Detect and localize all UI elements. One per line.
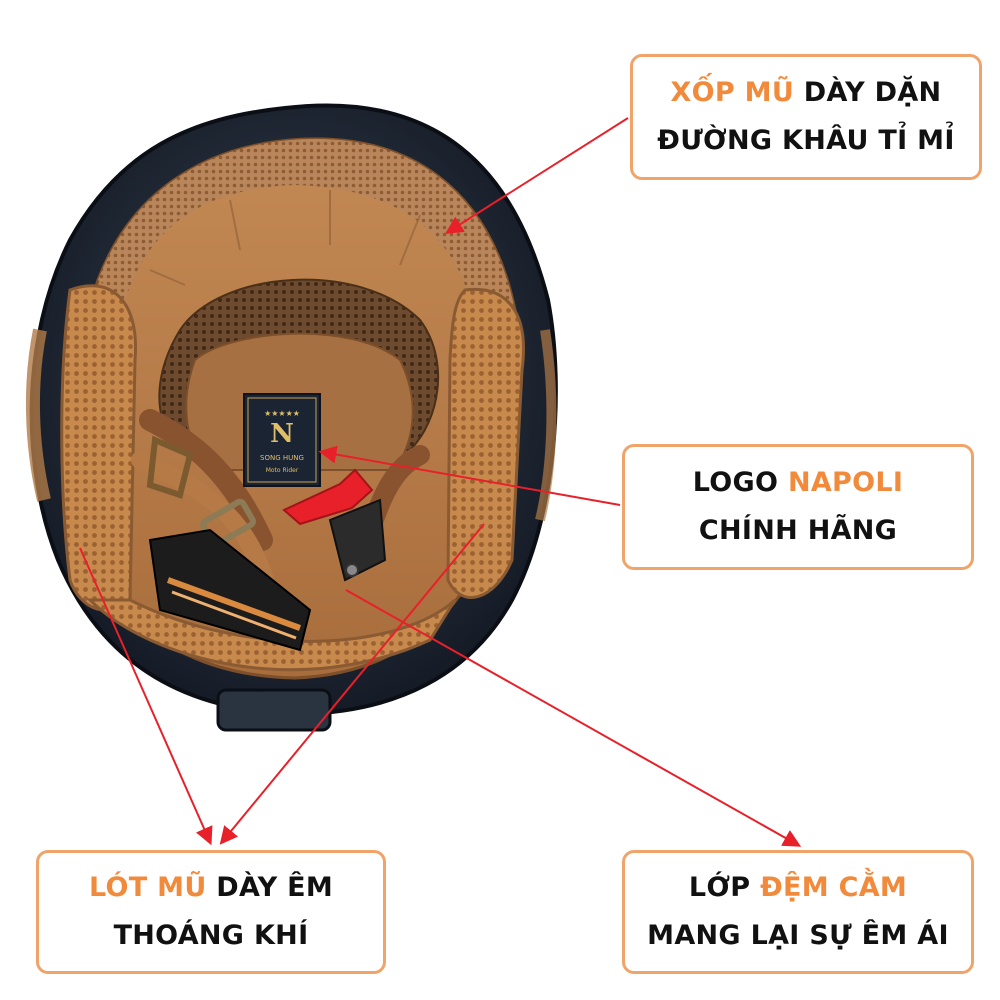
callout-liner: LÓT MŨ DÀY ÊM THOÁNG KHÍ bbox=[36, 850, 386, 974]
callout-logo-line2: CHÍNH HÃNG bbox=[698, 515, 898, 546]
logo-subtext: Moto Rider bbox=[266, 467, 299, 474]
callout-foam-highlight: XỐP MŨ bbox=[670, 77, 795, 108]
logo-patch: N SONG HUNG Moto Rider ★★★★★ bbox=[243, 393, 321, 487]
buckle-release-tab bbox=[282, 468, 374, 526]
callout-chin-pad-line2: MANG LẠI SỰ ÊM ÁI bbox=[647, 920, 949, 951]
arrow-logo bbox=[318, 445, 621, 506]
arrow-xop-mu bbox=[444, 117, 629, 234]
buckle bbox=[328, 498, 387, 582]
logo-letter: N bbox=[270, 419, 294, 449]
d-ring bbox=[146, 435, 194, 499]
callout-foam-line1: DÀY DẶN bbox=[794, 77, 942, 108]
cheek-pads bbox=[60, 284, 525, 672]
callout-logo-highlight: NAPOLI bbox=[787, 467, 904, 498]
callout-foam: XỐP MŨ DÀY DẶN ĐƯỜNG KHÂU TỈ MỈ bbox=[630, 54, 982, 180]
pointer-arrows bbox=[79, 117, 802, 847]
callout-liner-highlight: LÓT MŨ bbox=[88, 872, 207, 903]
chin-strap-tab bbox=[216, 688, 332, 732]
svg-text:★★★★★: ★★★★★ bbox=[264, 409, 300, 418]
callout-liner-line2: THOÁNG KHÍ bbox=[113, 920, 309, 951]
callout-liner-line1: DÀY ÊM bbox=[206, 872, 334, 903]
logo-brand: SONG HUNG bbox=[260, 454, 304, 462]
callout-chin-pad-prefix: LỚP bbox=[688, 872, 761, 903]
callout-foam-line2: ĐƯỜNG KHÂU TỈ MỈ bbox=[657, 125, 955, 156]
callout-logo-prefix: LOGO bbox=[692, 467, 788, 498]
product-tag bbox=[148, 528, 312, 652]
callout-logo: LOGO NAPOLI CHÍNH HÃNG bbox=[622, 444, 974, 570]
arrow-lot-mu-left bbox=[79, 547, 213, 846]
arrow-lop-dem bbox=[345, 589, 802, 847]
callout-chin-pad-highlight: ĐỆM CẰM bbox=[760, 872, 908, 903]
callout-chin-pad: LỚP ĐỆM CẰM MANG LẠI SỰ ÊM ÁI bbox=[622, 850, 974, 974]
arrow-lot-mu-right bbox=[219, 523, 485, 845]
